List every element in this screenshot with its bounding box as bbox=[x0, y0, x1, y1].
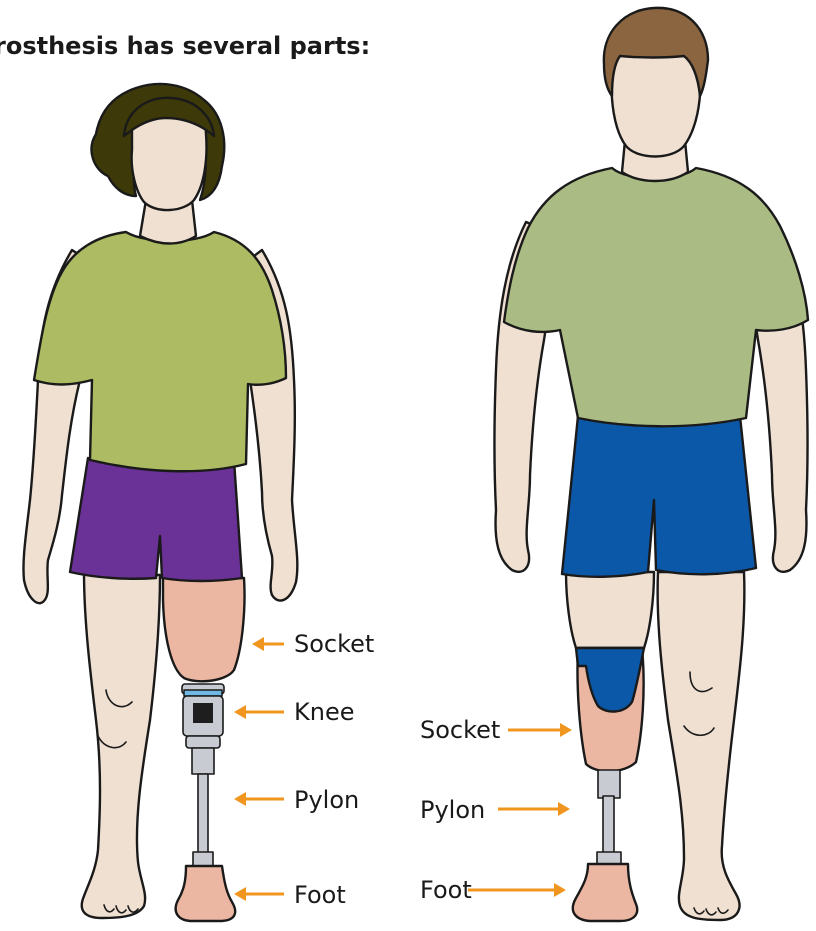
left-pylon-label: Pylon bbox=[294, 786, 359, 814]
right-pylon-arrow bbox=[498, 802, 570, 816]
right-socket-label: Socket bbox=[420, 716, 500, 744]
left-figure-knee-band bbox=[184, 690, 222, 696]
left-socket-arrow bbox=[252, 637, 284, 651]
right-pylon-label: Pylon bbox=[420, 796, 485, 824]
left-figure-shirt bbox=[34, 232, 286, 471]
left-figure-pylon-top bbox=[192, 748, 214, 774]
left-figure-prosthetic-foot bbox=[176, 866, 236, 921]
right-figure-prosthetic-foot bbox=[573, 864, 637, 921]
right-figure bbox=[495, 8, 809, 921]
left-figure-knee-core bbox=[193, 703, 213, 723]
right-figure-natural-leg bbox=[658, 572, 745, 920]
left-pylon-arrow bbox=[234, 792, 284, 806]
left-figure-pylon-base bbox=[193, 852, 213, 866]
left-figure-shorts bbox=[70, 458, 242, 581]
right-figure-pylon-top bbox=[598, 770, 620, 798]
left-socket-label: Socket bbox=[294, 630, 374, 658]
right-foot-label: Foot bbox=[420, 876, 472, 904]
left-knee-arrow bbox=[234, 705, 284, 719]
pointer-arrows bbox=[234, 637, 572, 901]
part-labels: Socket Knee Pylon Foot Socket Pylon Foot bbox=[294, 630, 500, 909]
left-figure bbox=[23, 84, 297, 921]
right-figure-shorts bbox=[562, 416, 756, 577]
right-figure-pylon bbox=[603, 796, 614, 854]
left-figure-pylon bbox=[198, 774, 208, 858]
left-foot-arrow bbox=[234, 887, 284, 901]
right-foot-arrow bbox=[468, 883, 566, 897]
left-figure-natural-leg bbox=[82, 572, 160, 918]
left-knee-label: Knee bbox=[294, 698, 354, 726]
right-figure-pylon-base bbox=[597, 852, 621, 864]
left-figure-socket bbox=[163, 578, 245, 681]
left-figure-knee-bottom bbox=[186, 736, 220, 748]
right-figure-shirt bbox=[504, 168, 808, 426]
right-figure-residual-thigh bbox=[566, 572, 654, 648]
left-foot-label: Foot bbox=[294, 881, 346, 909]
right-socket-arrow bbox=[508, 723, 572, 737]
